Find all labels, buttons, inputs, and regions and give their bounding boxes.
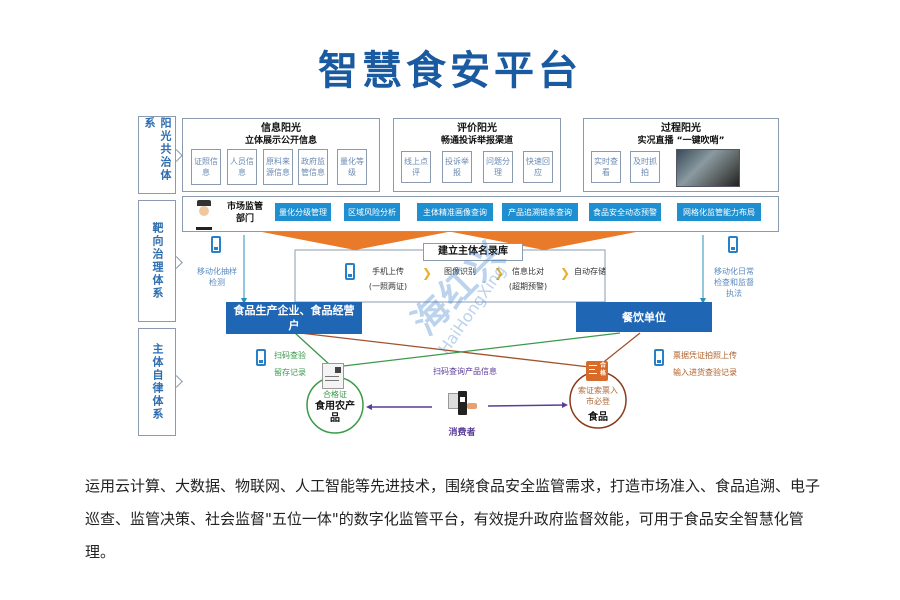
- side-label-self-discipline: 主体自律体系: [138, 328, 176, 436]
- evaluation-item: 快速回应: [523, 151, 553, 183]
- info-item: 量化等级: [337, 149, 367, 185]
- panel-info-sunshine: 信息阳光 立体展示公开信息 证照信息 人员信息 原料来源信息 政府监管信息 量化…: [182, 118, 380, 192]
- producer-note: 留存记录: [274, 368, 306, 377]
- info-item: 人员信息: [227, 149, 257, 185]
- consumer-to-food-line: [487, 404, 567, 407]
- function-button[interactable]: 食品安全动态预警: [589, 203, 661, 221]
- food-note: 索证索票入市必登: [578, 386, 618, 406]
- restaurant-to-food-line: [599, 332, 641, 366]
- chevron-right-icon: ❯: [422, 266, 433, 280]
- panel-subtitle: 实况直播 “一键吹哨”: [637, 136, 725, 146]
- phone-icon: [211, 236, 221, 253]
- restaurant-note: 票据凭证拍照上传: [673, 351, 737, 360]
- qr-scan-icon: [448, 391, 478, 419]
- officer-avatar-icon: [195, 200, 213, 230]
- info-item: 证照信息: [191, 149, 221, 185]
- function-button[interactable]: 区域风险分析: [344, 203, 400, 221]
- description-paragraph: 运用云计算、大数据、物联网、人工智能等先进技术，围绕食品安全监管需求，打造市场准…: [85, 477, 821, 561]
- producer-to-food-line: [299, 332, 599, 369]
- function-button[interactable]: 主体精准画像查询: [417, 203, 493, 221]
- chevron-right-icon: ❯: [560, 266, 571, 280]
- producer-note: 扫码查验: [274, 351, 306, 360]
- consumer-label: 消费者: [448, 428, 476, 438]
- consumer-action: 扫码查询产品信息: [433, 367, 497, 376]
- evaluation-item: 投诉举报: [442, 151, 472, 183]
- info-item: 政府监管信息: [298, 149, 328, 185]
- panel-subtitle: 畅通投诉举报渠道: [440, 136, 513, 146]
- process-item: 及时抓拍: [630, 151, 660, 183]
- registry-step: 自动存储: [574, 267, 606, 276]
- funnel-arrow: [262, 232, 448, 250]
- panel-title: 过程阳光: [661, 123, 701, 134]
- restaurant-box: 餐饮单位: [576, 302, 712, 332]
- registry-step: 图像识别: [444, 267, 476, 276]
- side-label-targeted: 靶向治理体系: [138, 200, 176, 322]
- right-mobile-label: 移动化日常检查和监督执法: [714, 267, 754, 298]
- producer-to-agri-line: [294, 332, 331, 366]
- panel-subtitle: 立体展示公开信息: [244, 136, 317, 146]
- regulator-name: 市场监管部门: [227, 202, 264, 224]
- registry-step: 手机上传 (一照两证): [368, 267, 408, 291]
- chevron-right-icon: ❯: [494, 266, 505, 280]
- registry-step: 信息比对 (超期预警): [508, 267, 548, 291]
- evaluation-item: 问题分理: [483, 151, 513, 183]
- producer-box: 食品生产企业、食品经营户: [226, 302, 362, 334]
- phone-icon: [345, 263, 355, 280]
- panel-title: 评价阳光: [457, 123, 497, 134]
- restaurant-note: 输入进货查验记录: [673, 368, 737, 377]
- phone-icon: [728, 236, 738, 253]
- phone-icon: [654, 349, 664, 366]
- live-video-thumbnail[interactable]: [676, 149, 740, 187]
- regulator-row: 市场监管部门 量化分级管理 区域风险分析 主体精准画像查询 产品追溯链条查询 食…: [182, 196, 779, 232]
- phone-icon: [256, 349, 266, 366]
- function-button[interactable]: 产品追溯链条查询: [502, 203, 578, 221]
- left-mobile-label: 移动化抽样检测: [197, 267, 237, 287]
- function-button[interactable]: 网格化监管能力布局: [677, 203, 761, 221]
- side-label-sunshine: 阳光共治体系: [138, 116, 176, 194]
- info-item: 原料来源信息: [263, 149, 293, 185]
- function-button[interactable]: 量化分级管理: [275, 203, 331, 221]
- panel-evaluation-sunshine: 评价阳光 畅通投诉举报渠道 线上点评 投诉举报 问题分理 快速回应: [393, 118, 561, 192]
- restaurant-to-agri-line: [334, 332, 621, 368]
- platform-diagram: 阳光共治体系 靶向治理体系 主体自律体系 信息阳光 立体展示公开信息 证照信息 …: [138, 116, 779, 438]
- food-name: 食品: [588, 412, 608, 423]
- agri-product-name: 食用农产品: [315, 401, 355, 424]
- process-item: 实时查看: [591, 151, 621, 183]
- panel-title: 信息阳光: [261, 123, 301, 134]
- agri-cert-label: 合格证: [323, 390, 347, 399]
- page-title: 智慧食安平台: [318, 48, 582, 94]
- qualified-badge-text: 合格: [600, 362, 607, 377]
- qualified-badge-icon: 合格: [586, 361, 608, 381]
- certificate-icon: [322, 363, 344, 389]
- panel-process-sunshine: 过程阳光 实况直播 “一键吹哨” 实时查看 及时抓拍: [583, 118, 779, 192]
- evaluation-item: 线上点评: [401, 151, 431, 183]
- registry-title: 建立主体名录库: [423, 243, 523, 261]
- funnel-arrow-right: [452, 232, 636, 250]
